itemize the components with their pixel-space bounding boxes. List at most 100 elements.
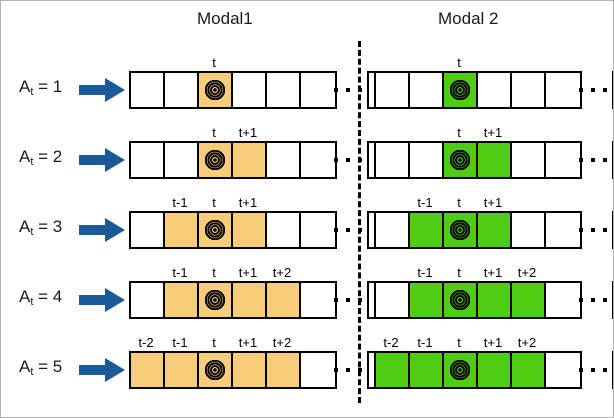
timeline-cell-tail[interactable] — [612, 71, 613, 109]
row-label-equals-value: = 2 — [33, 147, 63, 166]
ellipsis-dots — [579, 88, 613, 94]
timeline-cell[interactable] — [444, 73, 478, 107]
modal1-title: Modal1 — [197, 9, 253, 28]
timeline-cell[interactable] — [267, 213, 301, 247]
timeline-cell[interactable] — [301, 73, 335, 107]
time-tick-label: t-2 — [383, 335, 399, 350]
timeline-cell[interactable] — [165, 73, 199, 107]
timeline-cell[interactable] — [376, 283, 410, 317]
timeline-cell[interactable] — [410, 213, 444, 247]
timeline-cell[interactable] — [478, 283, 512, 317]
time-tick-label: t+2 — [517, 265, 537, 280]
cell-group — [129, 281, 337, 319]
time-tick-label: t — [212, 55, 216, 70]
timeline-cell[interactable] — [267, 143, 301, 177]
timeline-cell[interactable] — [410, 73, 444, 107]
timeline-cell[interactable] — [233, 353, 267, 387]
timeline-cell[interactable] — [512, 213, 546, 247]
timeline-cell-tail[interactable] — [612, 281, 613, 319]
ellipsis-dots — [579, 368, 613, 374]
timeline-cell[interactable] — [478, 143, 512, 177]
timeline-cell[interactable] — [199, 283, 233, 317]
time-tick-label: t — [212, 125, 216, 140]
timeline-cell[interactable] — [376, 73, 410, 107]
timeline-cell[interactable] — [546, 143, 580, 177]
timeline-cell[interactable] — [165, 213, 199, 247]
timeline-cell[interactable] — [444, 213, 478, 247]
time-tick-label: t-1 — [172, 265, 188, 280]
timeline-cell[interactable] — [301, 143, 335, 177]
row-label-at-value: At = 4 — [19, 287, 62, 308]
timeline-cell[interactable] — [410, 143, 444, 177]
timeline-cell[interactable] — [546, 353, 580, 387]
timeline-cell[interactable] — [410, 283, 444, 317]
row-label-subscript: t — [30, 366, 34, 378]
row-label-subscript: t — [30, 226, 34, 238]
timeline-cell[interactable] — [199, 353, 233, 387]
row-label-at-value: At = 1 — [19, 77, 62, 98]
timeline-cell[interactable] — [301, 353, 335, 387]
timeline-cell-tail[interactable] — [612, 211, 613, 249]
timeline-cell[interactable] — [131, 73, 165, 107]
time-tick-label: t-2 — [138, 335, 154, 350]
timeline-cell[interactable] — [131, 143, 165, 177]
timeline-cell[interactable] — [512, 283, 546, 317]
time-tick-label: t-1 — [417, 265, 433, 280]
timeline-cell-tail[interactable] — [612, 141, 613, 179]
timeline-cell[interactable] — [478, 73, 512, 107]
row-label-subscript: t — [30, 296, 34, 308]
timeline-cell[interactable] — [301, 213, 335, 247]
timeline-cell[interactable] — [233, 143, 267, 177]
timeline-cell[interactable] — [165, 143, 199, 177]
time-tick-label: t — [457, 55, 461, 70]
time-tick-label: t — [457, 265, 461, 280]
timeline-cell[interactable] — [165, 353, 199, 387]
timeline-cell[interactable] — [376, 143, 410, 177]
timeline-cell[interactable] — [233, 283, 267, 317]
timeline-cell[interactable] — [444, 143, 478, 177]
timeline-cell[interactable] — [478, 353, 512, 387]
timeline-cell[interactable] — [301, 283, 335, 317]
time-tick-label: t — [212, 335, 216, 350]
timeline-cell[interactable] — [444, 283, 478, 317]
timeline-cell[interactable] — [131, 353, 165, 387]
target-bullseye-icon — [204, 79, 226, 101]
row-label-prefix: A — [19, 217, 31, 236]
timeline-cell[interactable] — [376, 213, 410, 247]
timeline-cell[interactable] — [444, 353, 478, 387]
timeline-cell[interactable] — [199, 73, 233, 107]
cell-group — [129, 211, 337, 249]
timeline-cell[interactable] — [512, 143, 546, 177]
timeline-cell[interactable] — [376, 353, 410, 387]
time-tick-label: t+1 — [483, 195, 503, 210]
row-label-equals-value: = 3 — [33, 217, 63, 236]
timeline-cell[interactable] — [131, 213, 165, 247]
right-arrow-icon — [79, 147, 125, 173]
time-tick-label: t+2 — [272, 335, 292, 350]
timeline-cell[interactable] — [233, 213, 267, 247]
timeline-cell[interactable] — [546, 73, 580, 107]
target-bullseye-icon — [449, 289, 471, 311]
timeline-cell[interactable] — [267, 353, 301, 387]
timeline-cell[interactable] — [512, 353, 546, 387]
timeline-cell[interactable] — [478, 213, 512, 247]
timeline-cell[interactable] — [131, 283, 165, 317]
timeline-cell[interactable] — [546, 283, 580, 317]
row-label-subscript: t — [30, 156, 34, 168]
timeline-cell[interactable] — [267, 283, 301, 317]
timeline-cell[interactable] — [512, 73, 546, 107]
timeline-cell[interactable] — [199, 143, 233, 177]
target-bullseye-icon — [204, 359, 226, 381]
timeline-cell[interactable] — [199, 213, 233, 247]
timeline-cell-tail[interactable] — [612, 351, 613, 389]
timeline-cell[interactable] — [233, 73, 267, 107]
time-tick-label: t — [212, 265, 216, 280]
timeline-cell[interactable] — [165, 283, 199, 317]
row-label-prefix: A — [19, 77, 31, 96]
timeline-cell[interactable] — [267, 73, 301, 107]
right-arrow-icon — [79, 217, 125, 243]
timeline-cell[interactable] — [546, 213, 580, 247]
timeline-cell[interactable] — [410, 353, 444, 387]
